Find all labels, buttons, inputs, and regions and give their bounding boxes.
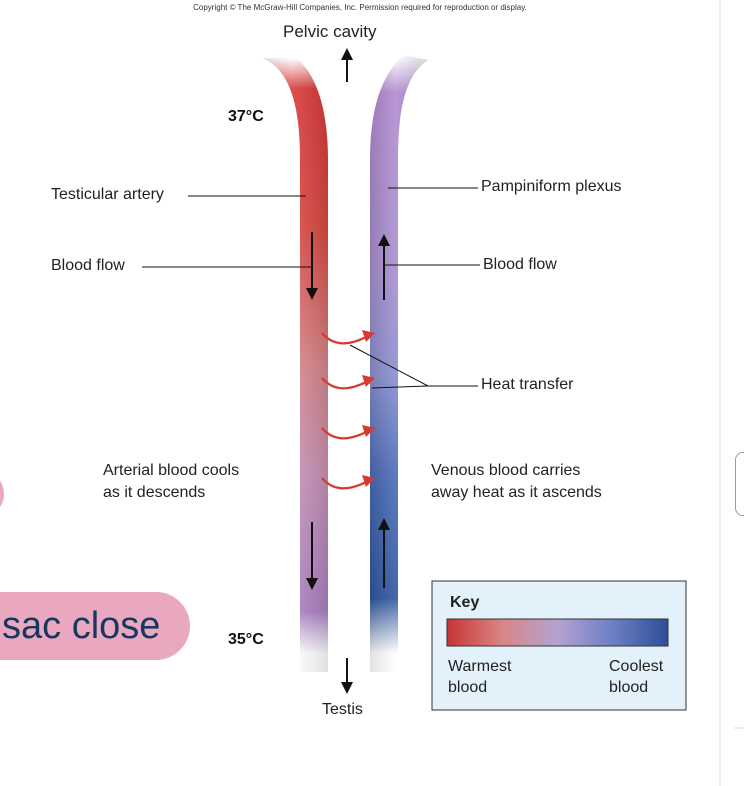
artery-flow-arrow-upper (306, 232, 318, 300)
overlay-text-pill[interactable]: sac close (0, 592, 190, 660)
key-warm-label-line2: blood (448, 679, 488, 696)
arterial-note-line2: as it descends (103, 484, 206, 501)
heat-transfer-label: Heat transfer (481, 376, 574, 393)
vein-flow-arrow-lower (378, 518, 390, 588)
overlay-bubble-partial[interactable] (0, 470, 4, 518)
venous-note-line1: Venous blood carries (431, 462, 581, 479)
up-arrow-icon (341, 48, 353, 82)
down-arrow-icon (341, 658, 353, 694)
leader-lines (142, 187, 480, 389)
testis-label: Testis (322, 701, 363, 718)
left-blood-flow-label: Blood flow (51, 257, 125, 274)
key-cool-label-line2: blood (609, 679, 649, 696)
vein-flow-arrow-upper (378, 234, 390, 300)
artery-flow-arrow-lower (306, 522, 318, 590)
key-title: Key (450, 594, 480, 611)
right-blood-flow-label: Blood flow (483, 256, 557, 273)
key-warm-label-line1: Warmest (448, 658, 512, 675)
copyright-notice: Copyright © The McGraw-Hill Companies, I… (193, 3, 527, 12)
pampiniform-plexus-label: Pampiniform plexus (481, 178, 622, 195)
side-panel-tab[interactable] (735, 452, 744, 516)
temperature-bottom: 35°C (228, 631, 264, 648)
temperature-top: 37°C (228, 108, 264, 125)
pelvic-cavity-label: Pelvic cavity (283, 22, 377, 41)
testicular-artery-label: Testicular artery (51, 186, 164, 203)
heat-transfer-arrows (321, 332, 369, 490)
arterial-note-line1: Arterial blood cools (103, 462, 240, 479)
key-gradient-bar (446, 618, 669, 647)
key-cool-label-line1: Coolest (609, 658, 664, 675)
venous-note-line2: away heat as it ascends (431, 484, 602, 501)
